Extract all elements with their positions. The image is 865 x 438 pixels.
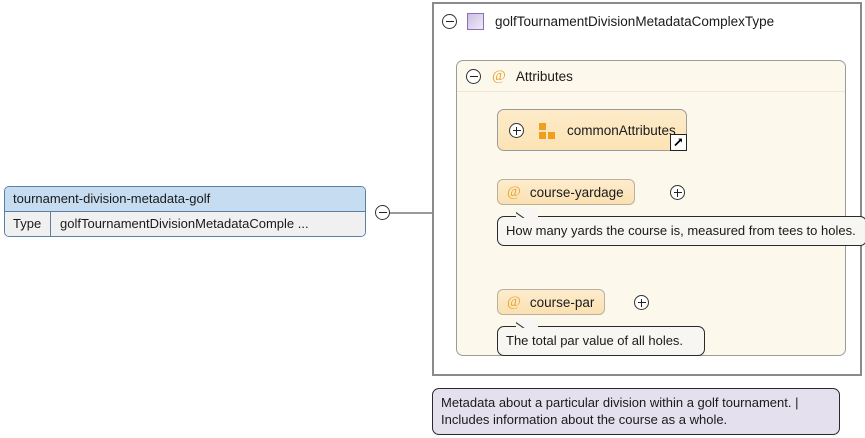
annotation-text-course-yardage: How many yards the course is, measured f… bbox=[506, 223, 856, 238]
attribute-label-course-par: course-par bbox=[529, 294, 595, 310]
element-type-row: Type golfTournamentDivisionMetadataCompl… bbox=[5, 212, 365, 236]
plus-circle-icon-course-par[interactable] bbox=[634, 295, 649, 310]
at-symbol-icon-par: @ bbox=[507, 293, 521, 310]
attribute-group-label: commonAttributes bbox=[567, 122, 676, 138]
annotation-text-course-par: The total par value of all holes. bbox=[506, 333, 684, 348]
element-type-value: golfTournamentDivisionMetadataComple ... bbox=[60, 216, 309, 231]
complex-type-title: golfTournamentDivisionMetadataComplexTyp… bbox=[495, 13, 775, 29]
documentation-text: Metadata about a particular division wit… bbox=[441, 395, 799, 427]
annotation-course-par: The total par value of all holes. bbox=[497, 318, 705, 356]
annotation-course-yardage: How many yards the course is, measured f… bbox=[497, 208, 865, 246]
plus-circle-icon-course-yardage[interactable] bbox=[670, 185, 685, 200]
plus-circle-icon-common-attributes[interactable] bbox=[509, 123, 524, 138]
minus-circle-icon-attributes[interactable] bbox=[466, 68, 481, 84]
attribute-label-course-yardage: course-yardage bbox=[529, 184, 624, 200]
complex-type-square-icon bbox=[467, 12, 484, 30]
external-link-arrow-icon[interactable] bbox=[670, 134, 687, 151]
at-symbol-icon: @ bbox=[492, 67, 506, 84]
attribute-group-icon bbox=[539, 122, 556, 139]
attribute-course-yardage[interactable]: @ course-yardage bbox=[497, 179, 635, 205]
callout-tail bbox=[516, 318, 538, 328]
attribute-group-common-attributes[interactable]: commonAttributes bbox=[497, 109, 687, 151]
minus-circle-icon-complex-type[interactable] bbox=[442, 13, 457, 29]
attributes-header: @ Attributes bbox=[457, 61, 845, 92]
at-symbol-icon-yardage: @ bbox=[507, 183, 521, 200]
minus-circle-icon-element[interactable] bbox=[375, 205, 390, 220]
connector-line bbox=[390, 212, 434, 214]
callout-tail bbox=[516, 208, 538, 218]
attribute-course-par[interactable]: @ course-par bbox=[497, 289, 606, 315]
attributes-container: @ Attributes commonAttributes @ course-y… bbox=[456, 60, 865, 356]
element-type-label: Type bbox=[5, 212, 51, 236]
element-name: tournament-division-metadata-golf bbox=[5, 187, 365, 212]
element-box[interactable]: tournament-division-metadata-golf Type g… bbox=[4, 186, 366, 237]
complex-type-panel: golfTournamentDivisionMetadataComplexTyp… bbox=[432, 2, 865, 376]
documentation-callout: Metadata about a particular division wit… bbox=[432, 388, 840, 435]
complex-type-header: golfTournamentDivisionMetadataComplexTyp… bbox=[434, 4, 860, 32]
attributes-label: Attributes bbox=[515, 68, 573, 84]
